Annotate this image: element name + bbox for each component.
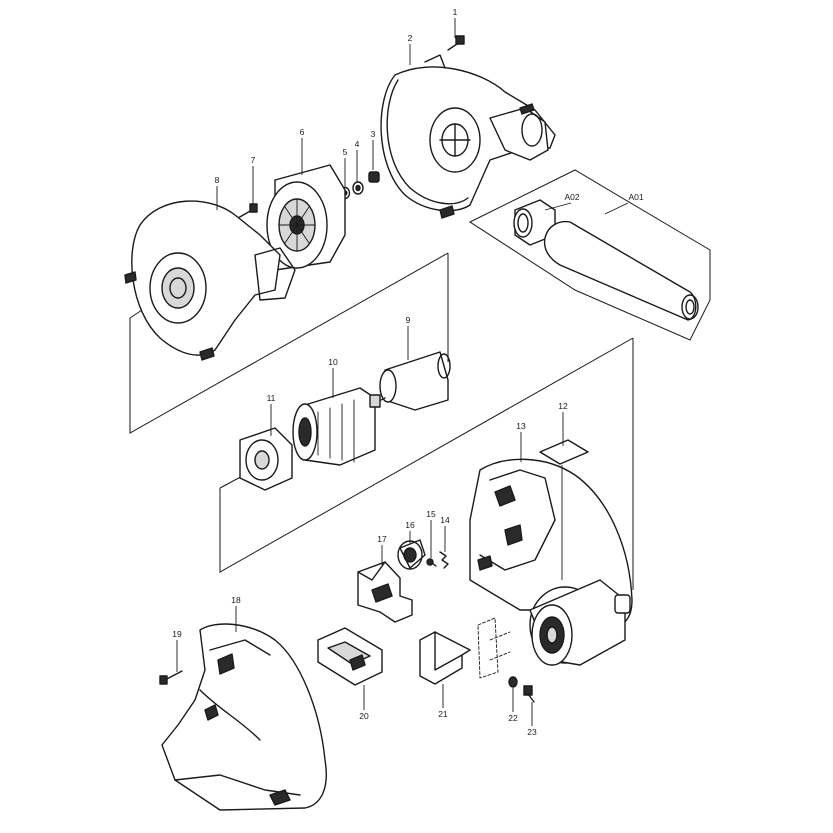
nozzle-frame bbox=[468, 169, 711, 341]
label-9: 9 bbox=[406, 315, 411, 325]
fan-impeller bbox=[266, 164, 346, 271]
switch-knob bbox=[397, 539, 426, 570]
label-6: 6 bbox=[300, 127, 305, 137]
part-labels: 1 2 3 4 5 6 7 8 9 10 11 12 13 14 15 16 1… bbox=[172, 7, 644, 737]
label-14: 14 bbox=[440, 515, 450, 525]
washer-4 bbox=[352, 181, 364, 195]
label-13: 13 bbox=[516, 421, 526, 431]
label-4: 4 bbox=[355, 139, 360, 149]
label-10: 10 bbox=[328, 357, 338, 367]
label-12: 12 bbox=[558, 401, 568, 411]
screw-1 bbox=[447, 35, 465, 51]
housing-cover bbox=[161, 623, 327, 811]
label-20: 20 bbox=[359, 711, 369, 721]
label-23: 23 bbox=[527, 727, 537, 737]
label-11: 11 bbox=[267, 393, 276, 403]
label-17: 17 bbox=[377, 534, 387, 544]
nut-3 bbox=[368, 171, 380, 183]
terminal-block bbox=[317, 627, 383, 686]
fan-housing-right bbox=[380, 54, 556, 219]
washer-22 bbox=[508, 676, 518, 688]
label-7: 7 bbox=[251, 155, 256, 165]
leader-lines bbox=[176, 18, 629, 726]
label-21: 21 bbox=[438, 709, 448, 719]
label-a02: A02 bbox=[564, 192, 579, 202]
screw-23 bbox=[523, 685, 535, 703]
label-3: 3 bbox=[371, 129, 376, 139]
label-2: 2 bbox=[408, 33, 413, 43]
label-16: 16 bbox=[405, 520, 415, 530]
screw-7 bbox=[237, 203, 258, 219]
label-1: 1 bbox=[453, 7, 458, 17]
motor-sleeve bbox=[379, 351, 451, 411]
nozzle-a02 bbox=[513, 199, 556, 246]
label-15: 15 bbox=[426, 509, 436, 519]
label-plate bbox=[539, 439, 589, 465]
label-19: 19 bbox=[172, 629, 182, 639]
label-8: 8 bbox=[215, 175, 220, 185]
bracket bbox=[419, 617, 511, 685]
main-housing bbox=[469, 458, 633, 666]
motor bbox=[292, 387, 386, 466]
label-a01: A01 bbox=[628, 192, 643, 202]
nozzle-a01 bbox=[543, 220, 699, 321]
label-5: 5 bbox=[343, 147, 348, 157]
label-22: 22 bbox=[508, 713, 518, 723]
fan-housing-left bbox=[124, 200, 296, 361]
label-18: 18 bbox=[231, 595, 241, 605]
switch-block bbox=[357, 561, 413, 623]
screw-19 bbox=[159, 670, 183, 685]
pin-15 bbox=[426, 558, 437, 567]
motor-end-cap bbox=[239, 427, 293, 491]
spring-14 bbox=[439, 551, 449, 569]
